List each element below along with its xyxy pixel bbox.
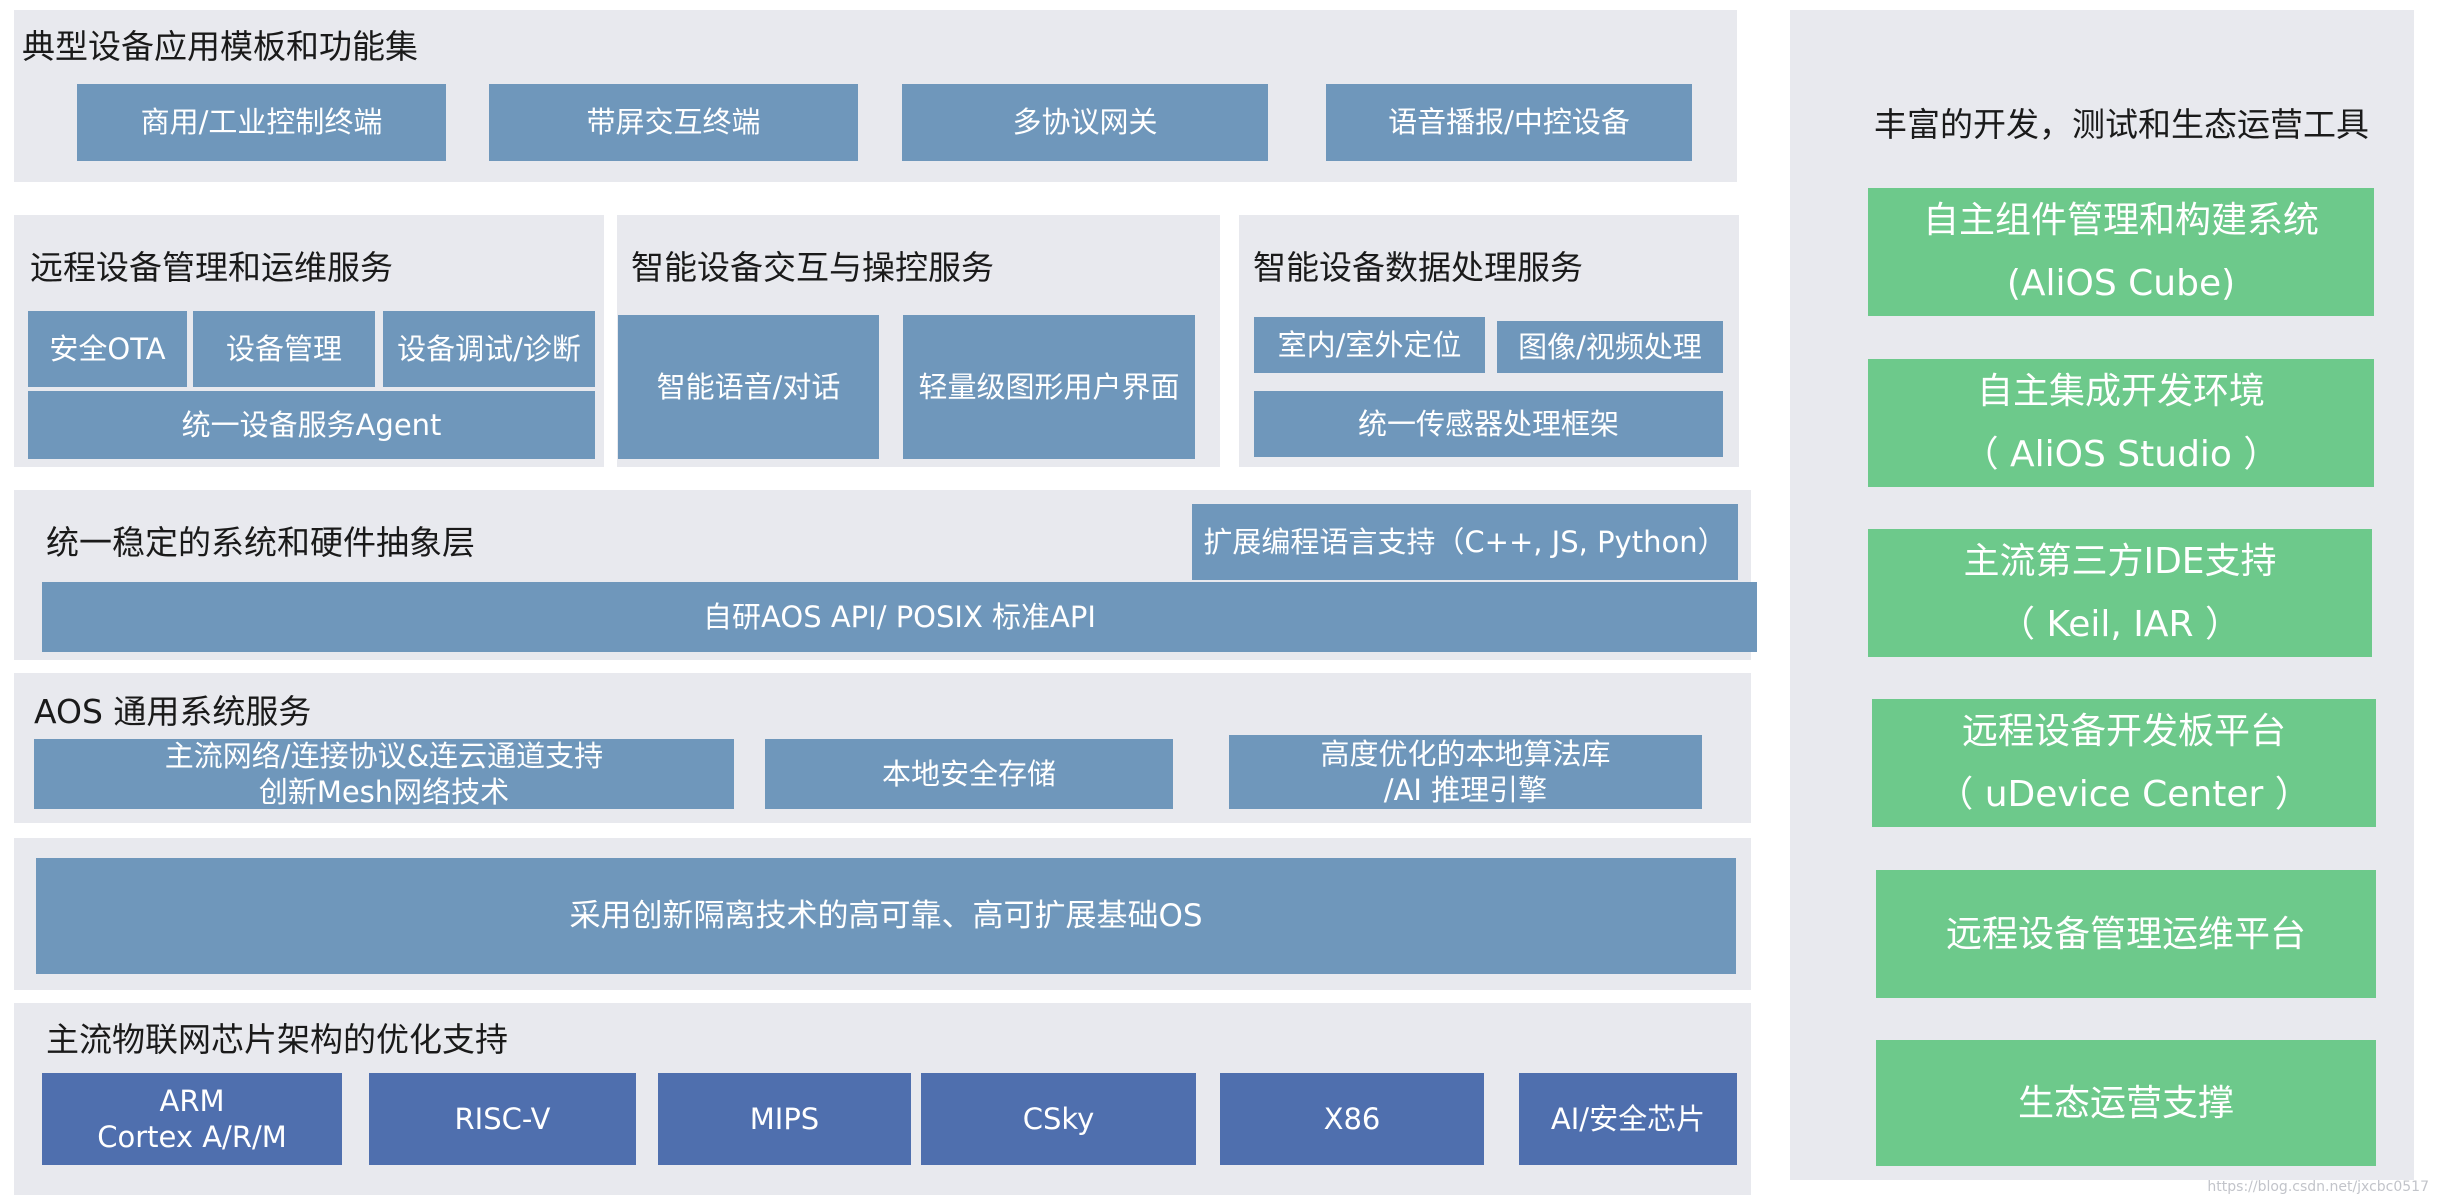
tool-cube-line-1: 自主组件管理和构建系统 (1922, 200, 2319, 241)
data-service-title: 智能设备数据处理服务 (1253, 248, 1583, 287)
tool-udevice-box: 远程设备开发板平台 （ uDevice Center ） (1872, 699, 2376, 827)
device-agent-box: 统一设备服务Agent (28, 391, 595, 459)
chips-panel: 主流物联网芯片架构的优化支持 ARM Cortex A/R/M RISC-V M… (14, 1003, 1751, 1195)
tool-device-ops-label: 远程设备管理运维平台 (1945, 913, 2306, 955)
aos-api-box: 自研AOS API/ POSIX 标准API (42, 582, 1757, 652)
tool-udevice-line-2: （ uDevice Center ） (1937, 774, 2311, 815)
aos-services-panel: AOS 通用系统服务 主流网络/连接协议&连云通道支持 创新Mesh网络技术 本… (14, 673, 1751, 823)
aos-services-title: AOS 通用系统服务 (34, 692, 312, 731)
chip-arm-line-2: Cortex A/R/M (97, 1120, 287, 1154)
templates-title: 典型设备应用模板和功能集 (22, 27, 418, 66)
interaction-service-title: 智能设备交互与操控服务 (631, 248, 994, 287)
algorithm-library-box: 高度优化的本地算法库 /AI 推理引擎 (1229, 735, 1702, 809)
abstraction-title: 统一稳定的系统和硬件抽象层 (46, 523, 475, 562)
tool-device-ops-box: 远程设备管理运维平台 (1876, 870, 2376, 998)
ota-box: 安全OTA (28, 311, 187, 387)
tool-studio-line-1: 自主集成开发环境 (1976, 371, 2265, 412)
gui-box: 轻量级图形用户界面 (903, 315, 1195, 459)
data-service-panel: 智能设备数据处理服务 室内/室外定位 图像/视频处理 统一传感器处理框架 (1239, 215, 1739, 467)
secure-storage-box: 本地安全存储 (765, 739, 1173, 809)
chips-title: 主流物联网芯片架构的优化支持 (46, 1020, 508, 1059)
template-screen-terminal: 带屏交互终端 (489, 84, 858, 161)
network-line-2: 创新Mesh网络技术 (258, 775, 510, 809)
device-debug-box: 设备调试/诊断 (383, 311, 595, 387)
chip-mips: MIPS (658, 1073, 911, 1165)
voice-dialog-box: 智能语音/对话 (618, 315, 879, 459)
tool-ecosystem-label: 生态运营支撑 (2017, 1082, 2234, 1124)
network-line-1: 主流网络/连接协议&连云通道支持 (164, 738, 604, 773)
positioning-box: 室内/室外定位 (1254, 317, 1485, 373)
chip-riscv: RISC-V (369, 1073, 636, 1165)
sensor-framework-box: 统一传感器处理框架 (1254, 391, 1723, 457)
algorithm-line-2: /AI 推理引擎 (1383, 773, 1548, 807)
templates-panel: 典型设备应用模板和功能集 商用/工业控制终端 带屏交互终端 多协议网关 语音播报… (14, 10, 1737, 182)
algorithm-line-1: 高度优化的本地算法库 (1320, 736, 1611, 771)
tool-studio-line-2: （ AliOS Studio ） (1962, 434, 2280, 475)
template-industrial-terminal: 商用/工业控制终端 (77, 84, 446, 161)
tools-panel: 丰富的开发，测试和生态运营工具 自主组件管理和构建系统 (AliOS Cube)… (1790, 10, 2414, 1180)
network-box: 主流网络/连接协议&连云通道支持 创新Mesh网络技术 (34, 739, 734, 809)
chip-arm: ARM Cortex A/R/M (42, 1073, 342, 1165)
tool-cube-line-2: (AliOS Cube) (2006, 263, 2236, 304)
chip-csky: CSky (921, 1073, 1196, 1165)
tool-ide-line-2: （ Keil, IAR ） (1999, 604, 2241, 645)
image-video-box: 图像/视频处理 (1497, 321, 1723, 373)
remote-service-panel: 远程设备管理和运维服务 安全OTA 设备管理 设备调试/诊断 统一设备服务Age… (14, 215, 604, 467)
template-voice-device: 语音播报/中控设备 (1326, 84, 1692, 161)
base-os-panel: 采用创新隔离技术的高可靠、高可扩展基础OS (14, 838, 1751, 990)
tools-title: 丰富的开发，测试和生态运营工具 (1874, 105, 2369, 144)
base-os-box: 采用创新隔离技术的高可靠、高可扩展基础OS (36, 858, 1736, 974)
remote-service-title: 远程设备管理和运维服务 (30, 248, 393, 287)
template-gateway: 多协议网关 (902, 84, 1268, 161)
interaction-service-panel: 智能设备交互与操控服务 智能语音/对话 轻量级图形用户界面 (617, 215, 1220, 467)
tool-studio-box: 自主集成开发环境 （ AliOS Studio ） (1868, 359, 2374, 487)
tool-ide-box: 主流第三方IDE支持 （ Keil, IAR ） (1868, 529, 2372, 657)
abstraction-panel: 统一稳定的系统和硬件抽象层 扩展编程语言支持（C++, JS, Python） … (14, 490, 1757, 660)
device-management-box: 设备管理 (193, 311, 375, 387)
tool-udevice-line-1: 远程设备开发板平台 (1961, 711, 2286, 752)
chip-x86: X86 (1220, 1073, 1484, 1165)
chip-arm-line-1: ARM (159, 1083, 225, 1118)
tool-ide-line-1: 主流第三方IDE支持 (1963, 541, 2277, 582)
watermark: https://blog.csdn.net/jxcbc0517 (2207, 1179, 2429, 1195)
tool-cube-box: 自主组件管理和构建系统 (AliOS Cube) (1868, 188, 2374, 316)
tool-ecosystem-box: 生态运营支撑 (1876, 1040, 2376, 1166)
chip-ai-security: AI/安全芯片 (1519, 1073, 1737, 1165)
language-support-box: 扩展编程语言支持（C++, JS, Python） (1192, 504, 1738, 580)
